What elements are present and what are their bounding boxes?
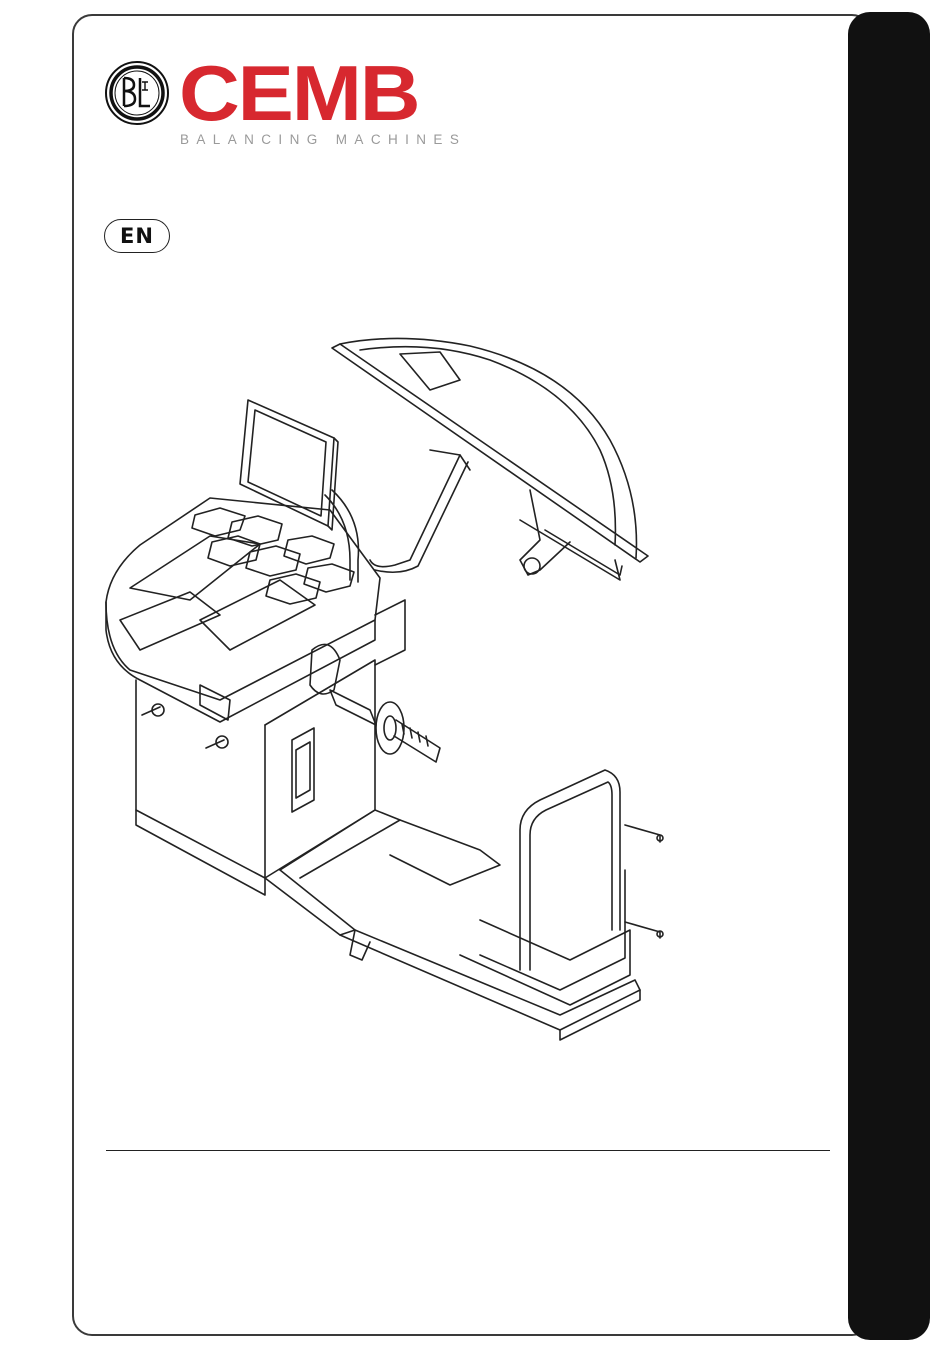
base-frame: [265, 810, 640, 1040]
wheel-guard-hood: [332, 338, 648, 580]
brand-tagline: BALANCING MACHINES: [180, 132, 466, 147]
footer-rule: [106, 1150, 830, 1151]
brand-name: CEMB: [179, 54, 418, 132]
wheel-support-frame: [460, 770, 663, 1005]
wheel-balancer-illustration: [100, 330, 680, 1050]
language-badge: EN: [104, 219, 170, 253]
bl-seal-icon: [104, 60, 170, 126]
side-tab: [848, 12, 930, 1340]
weight-tray-console: [106, 498, 380, 722]
cemb-logo: CEMB BALANCING MACHINES: [104, 60, 444, 155]
machine-cabinet: [136, 600, 405, 895]
